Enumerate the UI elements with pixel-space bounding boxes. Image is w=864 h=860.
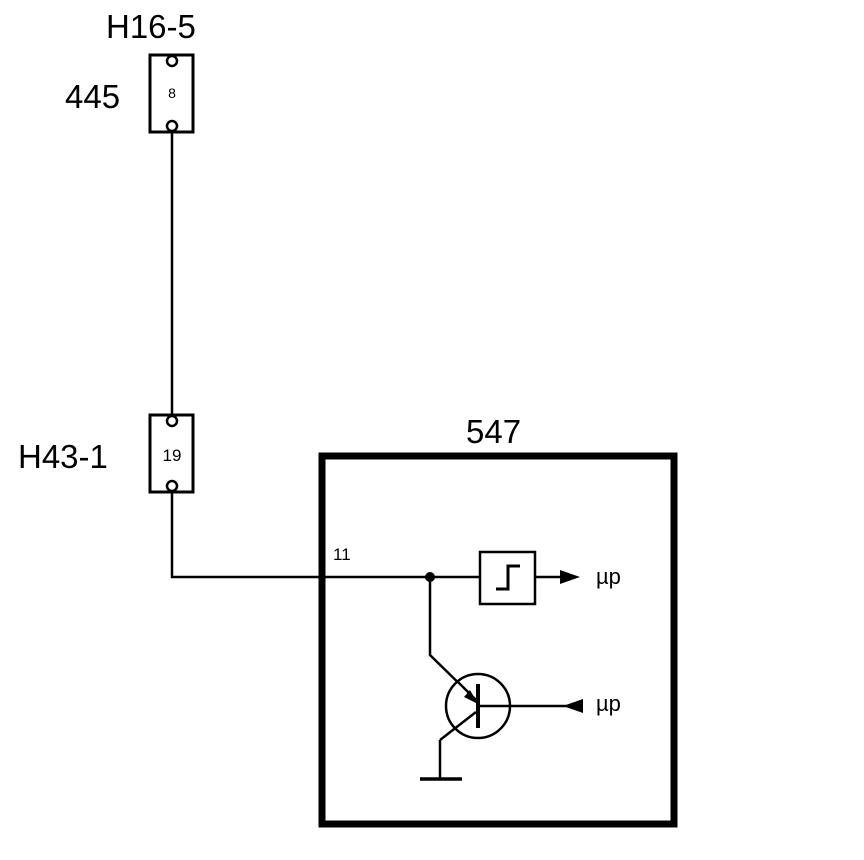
input-mu-label: µp <box>596 691 621 716</box>
connector-top: 8 <box>148 53 195 134</box>
connector-bottom-name: H43-1 <box>18 438 108 475</box>
wire-number: 445 <box>65 78 120 115</box>
connector-bottom-pin: 19 <box>163 446 182 465</box>
module-id: 547 <box>466 413 521 450</box>
module-box <box>318 452 678 828</box>
schmitt-trigger-icon <box>478 550 537 606</box>
output-arrow-icon <box>560 570 580 584</box>
input-arrow-icon <box>563 699 583 713</box>
wire-to-module <box>170 491 430 579</box>
module-pin-label: 11 <box>333 545 351 564</box>
connector-top-pin: 8 <box>168 85 176 101</box>
connector-top-name: H16-5 <box>106 8 196 45</box>
connector-bottom: 19 <box>148 413 195 494</box>
output-mu-label: µp <box>596 564 621 589</box>
transistor-icon <box>439 672 512 741</box>
